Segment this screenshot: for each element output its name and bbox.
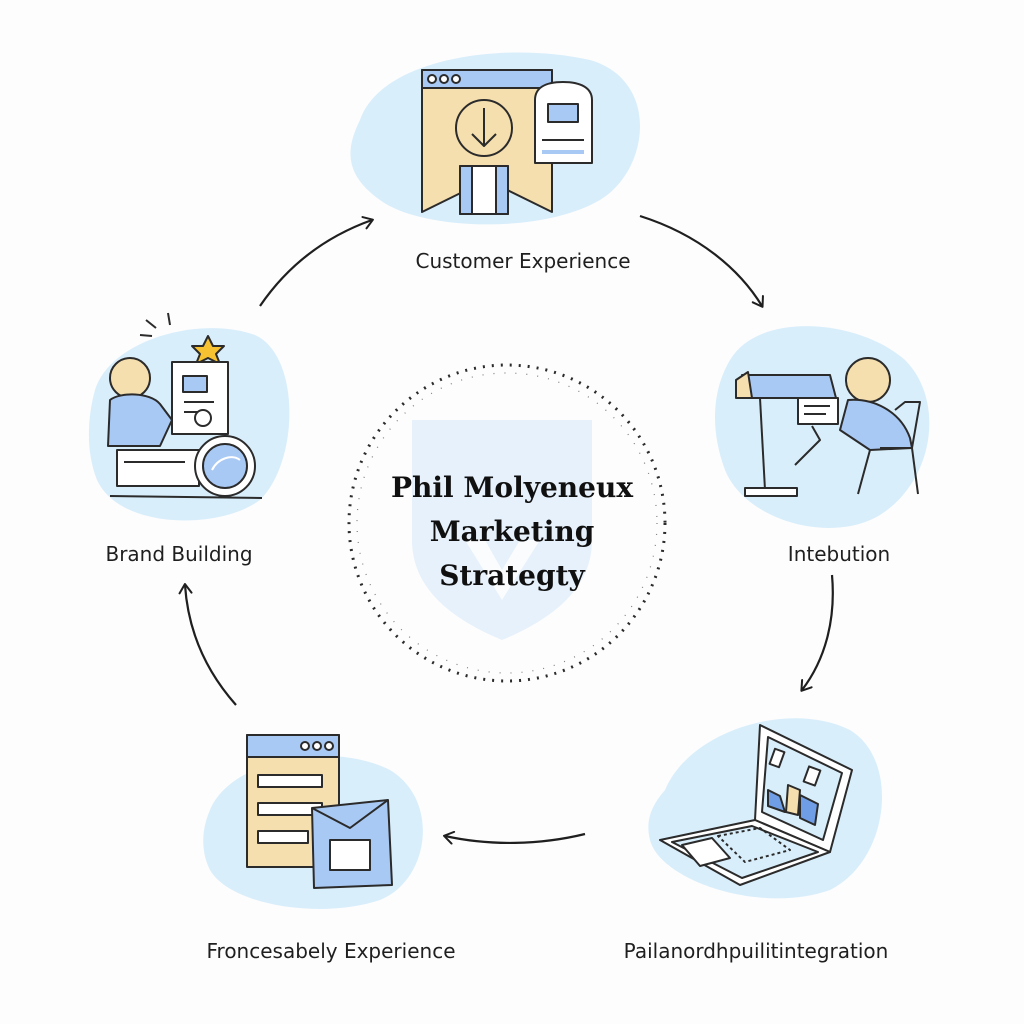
center-title-line2: Marketing bbox=[429, 515, 595, 548]
center-title-line1: Phil Molyeneux bbox=[390, 471, 634, 504]
glyph-ring-inner bbox=[356, 372, 658, 674]
arrow-froncesabely-to-brand bbox=[178, 583, 237, 706]
label-customer-experience: Customer Experience bbox=[415, 249, 631, 273]
label-froncesabely: Froncesabely Experience bbox=[206, 939, 456, 963]
label-intebution: Intebution bbox=[787, 542, 891, 566]
arrow-pailanord-to-froncesabely bbox=[443, 830, 586, 845]
arrow-intebution-to-pailanord bbox=[800, 574, 834, 692]
label-brand-building: Brand Building bbox=[105, 542, 253, 566]
shield-watermark bbox=[412, 420, 592, 640]
person-at-desk-icon bbox=[735, 357, 921, 497]
arrow-customer-to-intebution bbox=[639, 214, 764, 308]
label-pailanord: Pailanordhpuilitintegration bbox=[623, 939, 889, 963]
laptop-chart-icon bbox=[659, 724, 853, 886]
shield-inner-mark bbox=[465, 540, 540, 600]
center-title-line3: Strategty bbox=[439, 559, 585, 592]
window-envelope-icon bbox=[246, 734, 393, 889]
arrow-brand-to-customer bbox=[259, 216, 374, 307]
browser-download-icon bbox=[421, 69, 593, 215]
center-title: Phil Molyeneux Marketing Strategty bbox=[352, 466, 672, 598]
person-magnifier-icon bbox=[107, 312, 263, 499]
glyph-ring bbox=[347, 363, 667, 683]
